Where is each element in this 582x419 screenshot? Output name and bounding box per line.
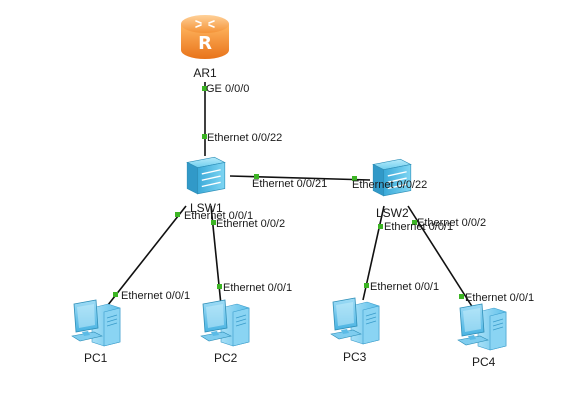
port-indicators (113, 86, 464, 299)
port-label-pc3-e001: Ethernet 0/0/1 (370, 281, 439, 293)
device-pc1[interactable]: PC1 (71, 299, 121, 365)
pc-icon (200, 299, 250, 347)
port-dot-lsw1-e001 (175, 212, 180, 217)
link-lsw2-pc4[interactable] (407, 205, 474, 309)
device-label-ar1: AR1 (193, 66, 217, 80)
port-label-lsw2-e0022: Ethernet 0/0/22 (352, 179, 427, 191)
device-lsw2[interactable]: LSW2 (372, 158, 412, 220)
device-pc4[interactable]: PC4 (457, 303, 507, 369)
device-label-pc2: PC2 (214, 351, 238, 365)
router-icon (180, 14, 230, 60)
port-dot-ar1-ge000 (202, 86, 207, 91)
port-label-lsw1-e0021: Ethernet 0/0/21 (252, 178, 327, 190)
port-label-ar1-ge000: GE 0/0/0 (206, 83, 249, 95)
port-dot-lsw1-e0022 (202, 134, 207, 139)
port-dot-pc3-e001 (364, 283, 369, 288)
links (103, 82, 474, 311)
port-labels: GE 0/0/0 Ethernet 0/0/22 Ethernet 0/0/21… (121, 83, 534, 304)
device-pc3[interactable]: PC3 (330, 297, 380, 364)
port-label-lsw1-e001: Ethernet 0/0/1 (184, 210, 253, 222)
port-dot-pc4-e001 (459, 294, 464, 299)
device-label-lsw1: LSW1 (190, 201, 223, 215)
device-label-pc4: PC4 (472, 355, 496, 369)
device-label-pc1: PC1 (84, 351, 108, 365)
device-lsw1[interactable]: LSW1 (186, 156, 226, 215)
switch-icon (186, 156, 226, 195)
port-dot-lsw1-e002 (211, 220, 216, 225)
port-label-lsw2-e001: Ethernet 0/0/1 (384, 221, 453, 233)
pc-icon (330, 297, 380, 345)
port-label-pc4-e001: Ethernet 0/0/1 (465, 292, 534, 304)
port-label-lsw1-e002: Ethernet 0/0/2 (216, 218, 285, 230)
pc-icon (71, 299, 121, 347)
pc-icon (457, 303, 507, 351)
port-label-lsw2-e002: Ethernet 0/0/2 (417, 217, 486, 229)
port-dot-pc1-e001 (113, 292, 118, 297)
device-label-lsw2: LSW2 (376, 206, 409, 220)
device-ar1[interactable]: AR1 (180, 14, 230, 80)
port-label-lsw1-e0022: Ethernet 0/0/22 (207, 132, 282, 144)
port-label-pc1-e001: Ethernet 0/0/1 (121, 290, 190, 302)
device-pc2[interactable]: PC2 (200, 299, 250, 365)
port-dot-lsw2-e001 (378, 224, 383, 229)
link-lsw1-lsw2[interactable] (229, 175, 371, 181)
port-dot-lsw2-e0022 (352, 176, 357, 181)
device-label-pc3: PC3 (343, 350, 367, 364)
port-dot-lsw2-e002 (412, 220, 417, 225)
port-dot-pc2-e001 (217, 284, 222, 289)
port-label-pc2-e001: Ethernet 0/0/1 (223, 282, 292, 294)
port-dot-lsw1-e0021 (254, 174, 259, 179)
